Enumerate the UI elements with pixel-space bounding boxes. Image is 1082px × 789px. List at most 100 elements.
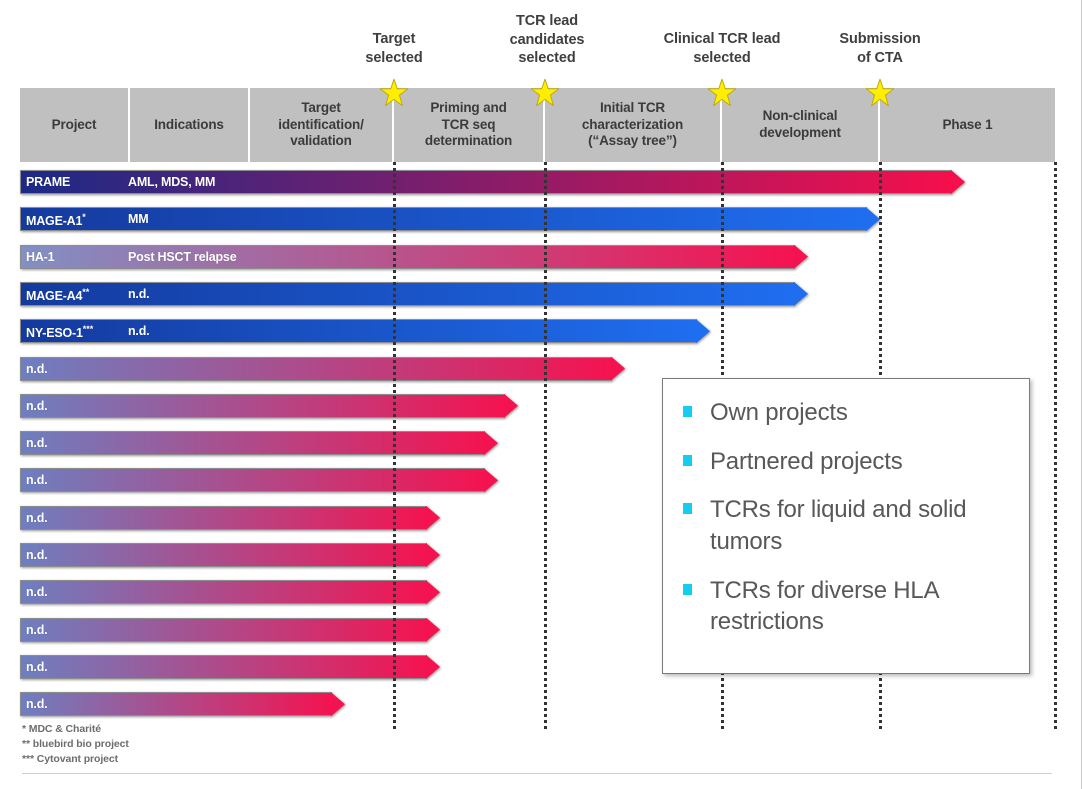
project-name-label: n.d.	[26, 361, 48, 376]
project-bar-arrow-tip	[504, 393, 518, 418]
indication-label: MM	[128, 212, 149, 227]
stage-header-2: Indications	[130, 88, 250, 162]
indication-label: AML, MDS, MM	[128, 175, 216, 189]
project-bar	[20, 393, 518, 418]
stage-header-1: Project	[20, 88, 130, 162]
milestone-guide-line-2	[544, 162, 547, 733]
legend-item-label: TCRs for liquid and solid tumors	[710, 496, 967, 556]
project-bar	[20, 692, 345, 717]
project-bar-body	[20, 543, 427, 567]
project-name-label: n.d.	[26, 548, 48, 562]
project-bar-arrow-tip	[426, 617, 440, 642]
legend-item-1: Own projects	[683, 397, 1015, 429]
project-bar-arrow-tip	[426, 505, 440, 530]
footnotes: * MDC & Charité ** bluebird bio project **…	[22, 722, 129, 767]
project-name-label: n.d.	[26, 398, 48, 413]
project-name-label: HA-1	[26, 249, 55, 264]
indication-label: n.d.	[128, 324, 150, 339]
legend-item-4: TCRs for diverse HLA restrictions	[683, 575, 1015, 638]
project-bar-arrow-tip	[484, 431, 498, 456]
project-bar	[20, 617, 440, 642]
legend-item-2: Partnered projects	[683, 446, 1015, 478]
star-icon	[530, 78, 560, 108]
project-bar	[20, 281, 808, 306]
project-bar	[20, 580, 440, 605]
project-bar-body	[20, 431, 485, 456]
project-bar	[20, 170, 965, 194]
project-bar	[20, 431, 498, 456]
project-bar-body	[20, 319, 697, 344]
legend-bullet-icon	[683, 454, 692, 466]
project-name-label: n.d.	[26, 585, 48, 600]
project-bar-body	[20, 356, 612, 381]
footer-divider	[22, 773, 1052, 774]
project-bar-body	[20, 617, 427, 642]
project-bar-body	[20, 393, 505, 418]
project-bar	[20, 244, 808, 269]
project-name-label: n.d.	[26, 473, 48, 488]
project-bar-body	[20, 468, 485, 493]
indication-label: n.d.	[128, 286, 150, 301]
project-bar-arrow-tip	[426, 543, 440, 567]
project-bar	[20, 207, 880, 232]
project-bar-arrow-tip	[794, 244, 808, 269]
project-name-label: PRAME	[26, 175, 71, 189]
project-name-label: n.d.	[26, 659, 48, 674]
project-name-label: MAGE-A4**	[26, 286, 90, 304]
project-bar-arrow-tip	[426, 654, 440, 679]
legend-item-label: Partnered projects	[710, 447, 903, 475]
project-name-label: n.d.	[26, 622, 48, 637]
project-bar	[20, 356, 625, 381]
project-bar	[20, 543, 440, 567]
legend-bullet-icon	[683, 583, 692, 595]
indication-label: Post HSCT relapse	[128, 249, 237, 264]
project-bar-body	[20, 207, 867, 232]
stage-header-label: Project	[51, 116, 97, 132]
footnote-1: * MDC & Charité	[22, 723, 102, 735]
project-bar-arrow-tip	[866, 207, 880, 232]
project-bar-arrow-tip	[426, 580, 440, 605]
legend-item-label: TCRs for diverse HLA restrictions	[710, 576, 939, 636]
star-icon	[865, 78, 895, 108]
milestone-guide-line-1	[393, 162, 396, 733]
project-bar	[20, 468, 498, 493]
project-name-label: n.d.	[26, 697, 48, 712]
project-bar-arrow-tip	[484, 468, 498, 493]
project-name-label: n.d.	[26, 510, 48, 525]
stage-header-label: Phase 1	[942, 116, 993, 132]
project-bar-body	[20, 692, 332, 717]
stage-header-7: Phase 1	[880, 88, 1055, 162]
project-bar-body	[20, 170, 952, 194]
project-bar-arrow-tip	[696, 319, 710, 344]
legend-bullet-icon	[683, 503, 692, 515]
project-bar-body	[20, 505, 427, 530]
project-bar	[20, 654, 440, 679]
star-icon	[707, 78, 737, 108]
footnote-2: ** bluebird bio project	[22, 737, 129, 750]
project-bar-arrow-tip	[794, 281, 808, 306]
milestone-guide-line-5	[1054, 162, 1057, 733]
project-bar-body	[20, 281, 795, 306]
star-icon	[379, 78, 409, 108]
legend-item-label: Own projects	[710, 399, 848, 426]
legend-bullet-icon	[683, 406, 692, 417]
footnote-3: *** Cytovant project	[22, 752, 119, 765]
project-name-label: n.d.	[26, 436, 48, 451]
project-bar-body	[20, 580, 427, 605]
project-bar-body	[20, 654, 427, 679]
project-name-label: MAGE-A1*	[26, 212, 86, 229]
project-name-label: NY-ESO-1***	[26, 324, 94, 341]
